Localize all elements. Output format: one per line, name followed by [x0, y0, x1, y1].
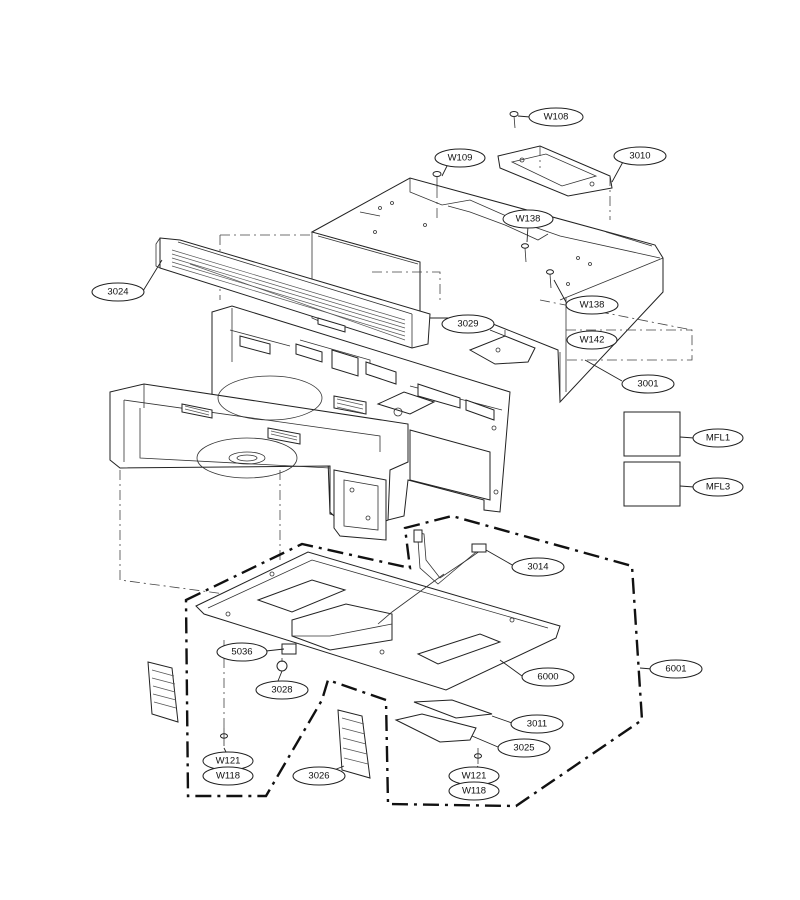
lamp-bulb-3028	[276, 658, 288, 672]
callout-3010: 3010	[613, 146, 667, 166]
callout-label: 5036	[231, 647, 252, 658]
screw-w121-left	[220, 640, 228, 746]
filter-mesh-right	[341, 717, 369, 765]
callout-3001: 3001	[621, 374, 675, 394]
cavity-vent-hatch	[184, 398, 364, 441]
callout-3025: 3025	[497, 738, 551, 758]
filter-mesh-left	[151, 669, 177, 709]
callout-label: W121	[462, 771, 487, 782]
callout-3011: 3011	[510, 714, 564, 734]
mount-plate-mfl1	[623, 411, 681, 457]
callout-label: W138	[516, 214, 541, 225]
callout-label: MFL3	[706, 482, 730, 493]
callout-label: 3029	[457, 319, 478, 330]
callout-label: MFL1	[706, 433, 730, 444]
callout-6001: 6001	[649, 659, 703, 679]
callout-w118-left: W118	[202, 766, 254, 786]
lamp-socket-5036	[281, 643, 297, 655]
callout-3024: 3024	[91, 282, 145, 302]
callout-label: W142	[580, 335, 605, 346]
callout-3029: 3029	[441, 314, 495, 334]
base-plate-6000	[195, 551, 561, 691]
screw-w108	[509, 111, 519, 129]
callout-mfl3: MFL3	[692, 477, 744, 497]
callout-3026: 3026	[292, 766, 346, 786]
bracket-3029	[468, 330, 536, 365]
top-bracket-3010	[497, 145, 613, 220]
leader-lines	[142, 115, 695, 775]
wire-harness-3014	[377, 529, 487, 625]
callout-label: W108	[544, 112, 569, 123]
callout-label: W118	[216, 771, 240, 782]
callout-label: W121	[216, 756, 241, 767]
callout-w109: W109	[434, 148, 486, 168]
callout-label: 3014	[527, 562, 548, 573]
screw-w138-lower	[546, 269, 554, 289]
callout-5036: 5036	[216, 642, 268, 662]
callout-label: 3011	[527, 719, 547, 730]
callout-w121-left: W121	[202, 751, 254, 771]
lamp-cover-3011	[413, 699, 493, 719]
callout-label: 3010	[629, 151, 650, 162]
base-assembly-boundary	[184, 514, 644, 808]
callout-3028: 3028	[255, 680, 309, 700]
callout-w138-lower: W138	[565, 295, 619, 315]
mount-plate-mfl3	[623, 461, 681, 507]
cavity-chassis	[211, 305, 511, 525]
callout-label: 3025	[513, 743, 534, 754]
callout-3014: 3014	[511, 557, 565, 577]
callout-label: W118	[462, 786, 486, 797]
screw-w109	[432, 171, 442, 220]
callout-label: 3001	[637, 379, 658, 390]
callout-w142: W142	[566, 330, 618, 350]
callout-label: 3026	[308, 771, 329, 782]
callout-label: W138	[580, 300, 605, 311]
grease-filter-left	[147, 661, 179, 723]
callout-label: 3024	[107, 287, 128, 298]
callout-label: 6000	[537, 672, 558, 683]
callout-w118-right: W118	[448, 781, 500, 801]
front-frame	[109, 375, 409, 601]
screw-w121-right	[474, 748, 482, 764]
callout-label: 6001	[665, 664, 686, 675]
lamp-cover-3025	[394, 713, 477, 743]
grille-slots	[171, 249, 406, 341]
grease-filter-3026	[337, 709, 371, 779]
callout-label: 3028	[271, 685, 292, 696]
callout-label: W109	[448, 153, 473, 164]
callout-mfl1: MFL1	[692, 428, 744, 448]
callout-6000: 6000	[521, 667, 575, 687]
callout-w138-upper: W138	[502, 209, 554, 229]
callout-w108: W108	[528, 107, 584, 127]
screw-w138-upper	[521, 243, 529, 263]
